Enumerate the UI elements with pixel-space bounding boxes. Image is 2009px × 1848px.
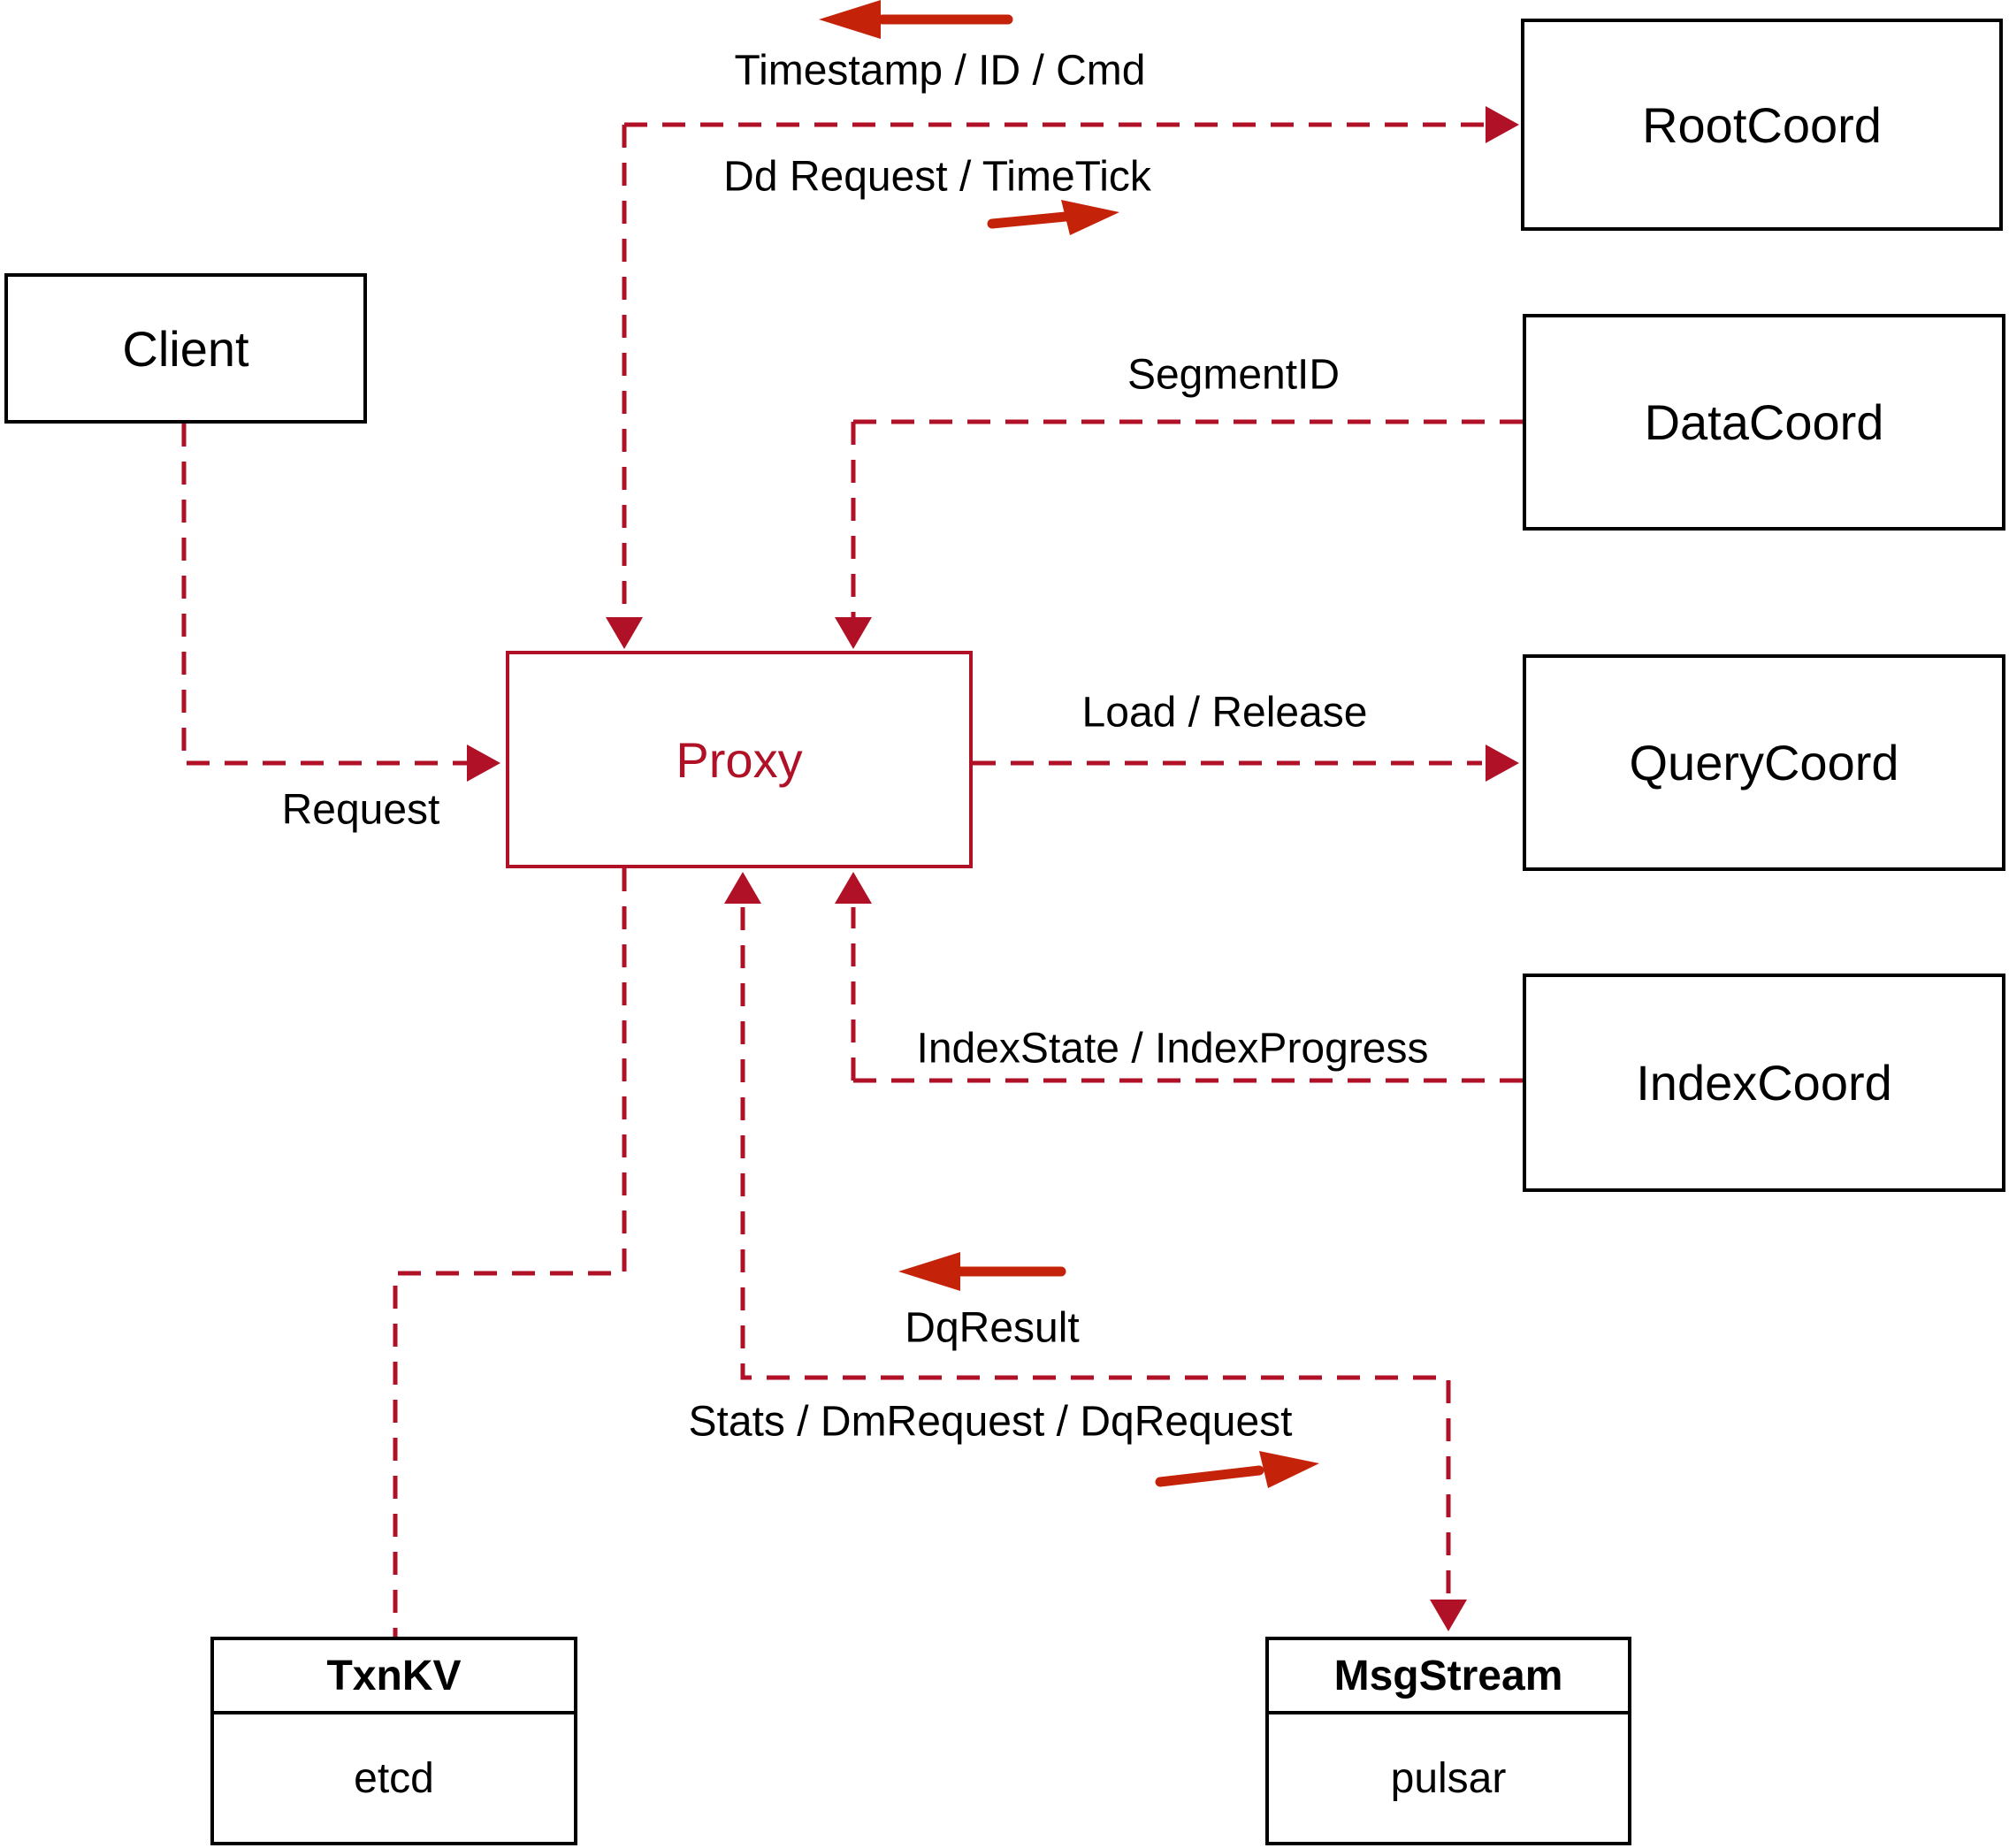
msgstream-header: MsgStream [1269,1640,1628,1714]
node-txnkv: TxnKV etcd [210,1637,577,1845]
arrowhead-into-proxy-top-right-icon [835,617,872,649]
dqresult-direction-arrow-icon [898,1252,1066,1291]
msgstream-body: pulsar [1269,1714,1628,1842]
edge-label-dqresult: DqResult [905,1304,1080,1352]
edge-label-indexstate-indexprogress: IndexState / IndexProgress [916,1025,1429,1073]
txnkv-body: etcd [214,1714,574,1842]
arrowhead-into-proxy-left-icon [467,745,500,782]
txnkv-title: TxnKV [326,1652,462,1699]
arrowhead-into-msgstream-icon [1430,1600,1467,1631]
node-client: Client [4,273,367,424]
msgstream-title: MsgStream [1333,1652,1563,1699]
edge-label-segmentid: SegmentID [1127,351,1341,399]
indexcoord-label: IndexCoord [1636,1055,1892,1111]
node-datacoord: DataCoord [1523,314,2005,531]
edge-label-load-release: Load / Release [1081,689,1368,737]
node-proxy: Proxy [506,651,973,868]
arrowhead-into-proxy-bottom-right-icon [835,872,872,904]
connector-proxy-msgstream [740,907,1451,1597]
connector-client-proxy [181,424,467,766]
edge-label-stats-dmrequest-dqrequest: Stats / DmRequest / DqRequest [688,1398,1293,1446]
edge-label-request: Request [281,786,440,834]
node-msgstream: MsgStream pulsar [1265,1637,1631,1845]
querycoord-label: QueryCoord [1629,735,1899,790]
arrowhead-into-proxy-bottom-left-icon [724,872,761,904]
txnkv-header: TxnKV [214,1640,574,1714]
client-label: Client [122,320,249,377]
node-querycoord: QueryCoord [1523,654,2005,871]
node-rootcoord: RootCoord [1521,19,2003,231]
arrowhead-into-proxy-top-left-icon [606,617,643,649]
txnkv-subtitle: etcd [354,1754,434,1802]
edge-label-dd-request-timetick: Dd Request / TimeTick [723,153,1151,201]
connector-proxy-txnkv [393,868,627,1637]
timestamp-direction-arrow-icon [819,0,1013,39]
stats-direction-arrow-icon [1155,1451,1319,1488]
arrowhead-into-querycoord-icon [1486,745,1519,782]
msgstream-subtitle: pulsar [1390,1754,1507,1802]
arrowhead-into-rootcoord-icon [1486,106,1519,143]
edge-label-timestamp-id-cmd: Timestamp / ID / Cmd [734,47,1146,95]
rootcoord-label: RootCoord [1642,96,1882,153]
proxy-label: Proxy [676,731,803,788]
datacoord-label: DataCoord [1644,394,1884,450]
dd-request-direction-arrow-icon [987,200,1119,235]
node-indexcoord: IndexCoord [1523,974,2005,1192]
